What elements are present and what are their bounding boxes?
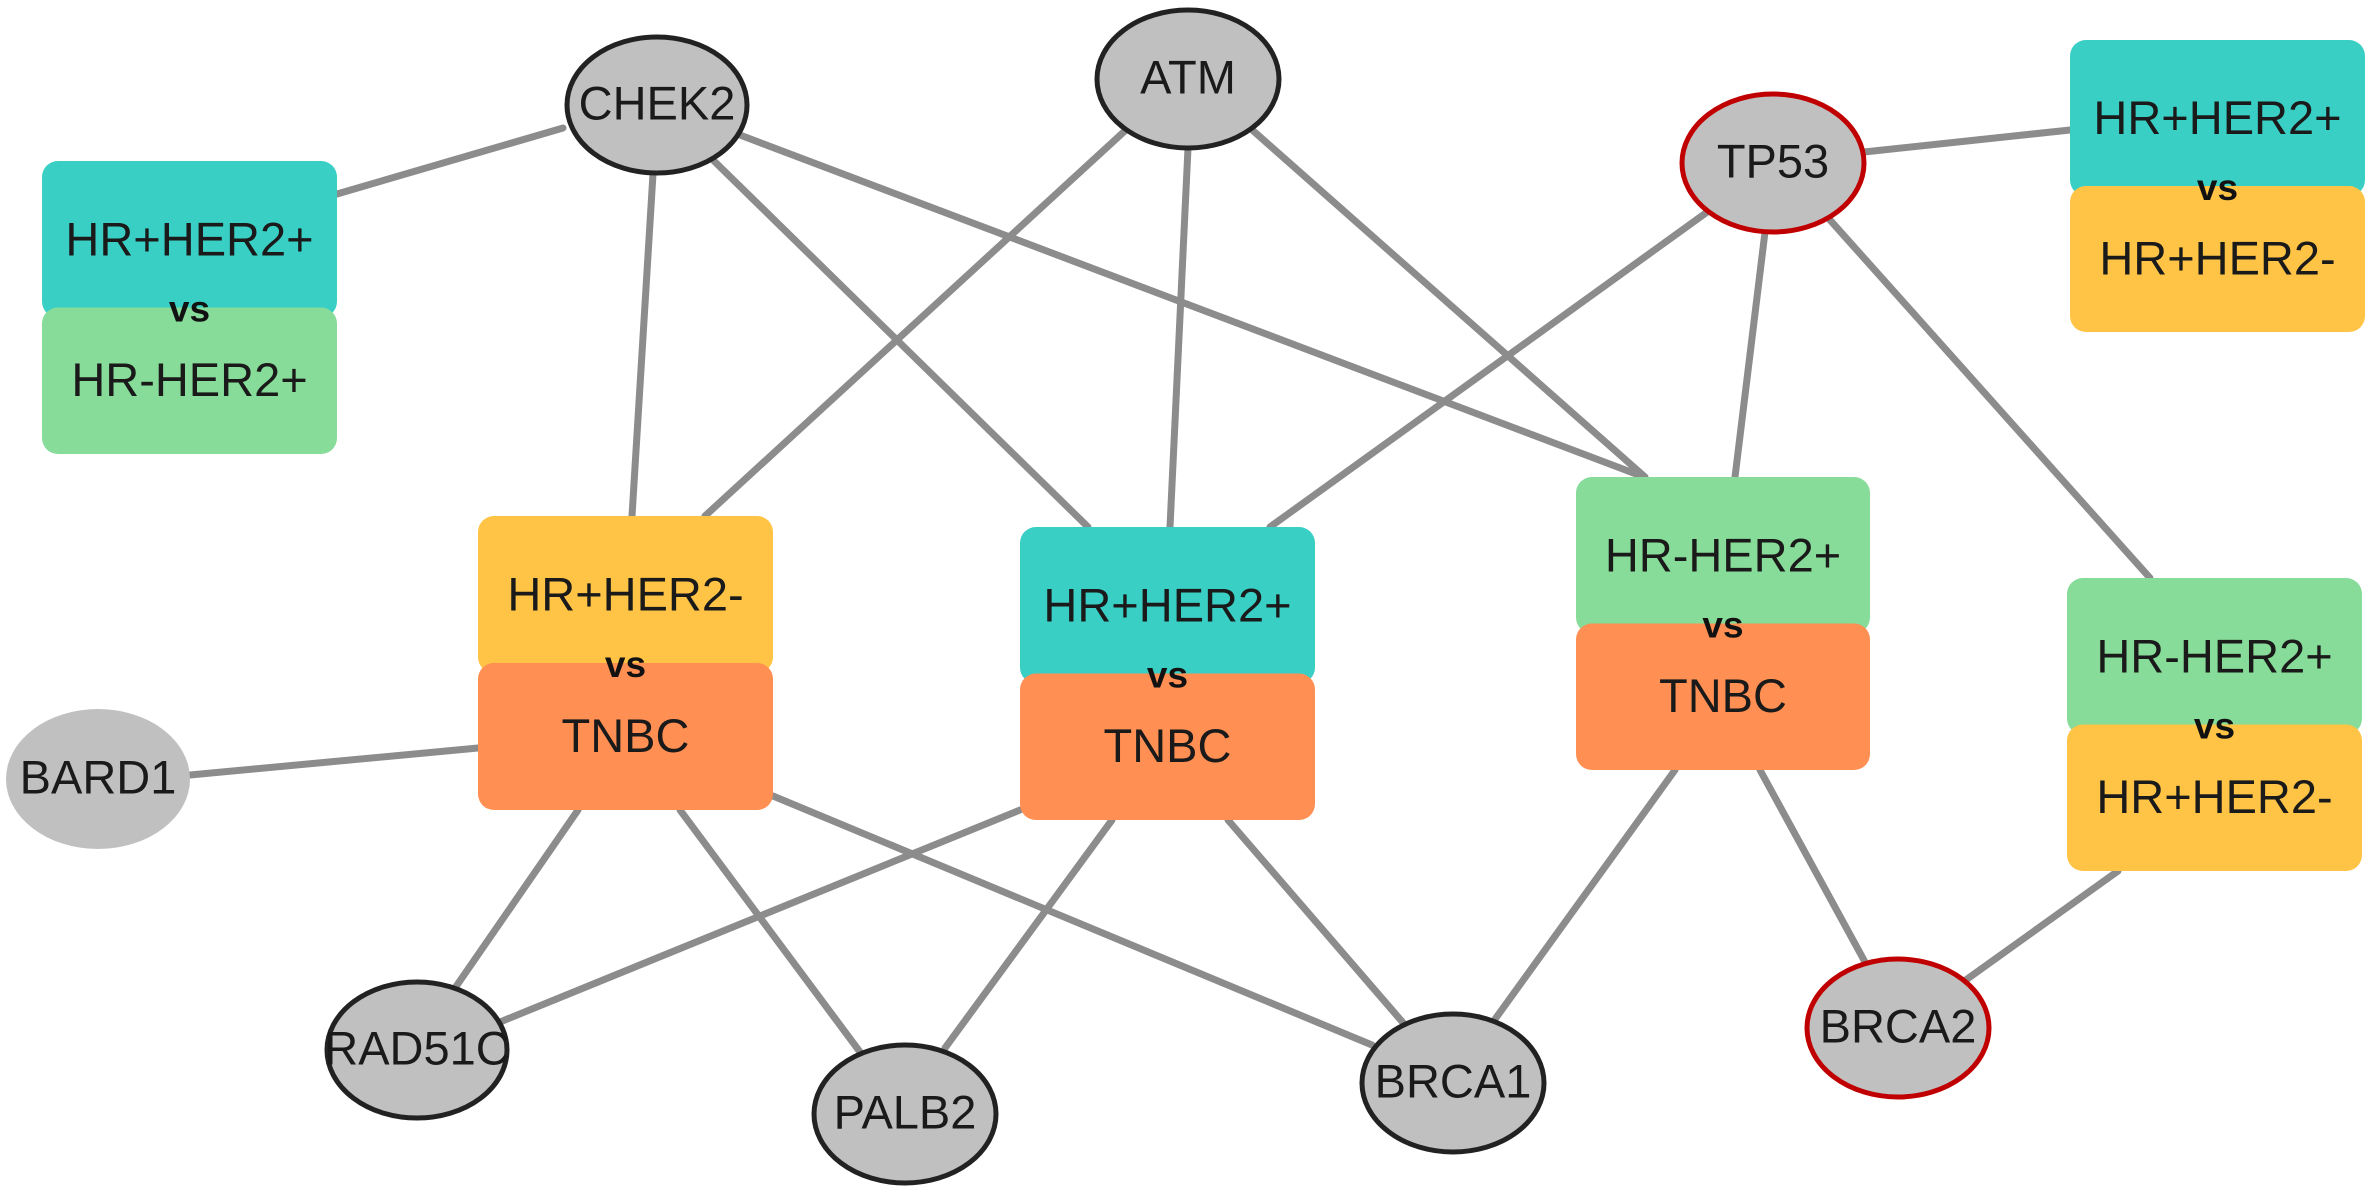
edge-layer	[186, 124, 2154, 1056]
comparison-c4[interactable]: HR-HER2+ TNBC vs	[1576, 477, 1870, 770]
edge-brca2-c4	[1756, 766, 1869, 966]
subtype-label-top: HR-HER2+	[2096, 629, 2332, 682]
subtype-label-top: HR+HER2-	[507, 568, 743, 621]
comparison-c6[interactable]: HR-HER2+ HR+HER2- vs	[2067, 578, 2362, 871]
gene-ellipse	[1679, 91, 1867, 235]
gene-ellipse	[564, 34, 750, 176]
subtype-box-top	[2067, 578, 2362, 735]
subtype-label-top: HR+HER2+	[1043, 578, 1291, 631]
gene-node-chek2[interactable]: CHEK2	[564, 34, 750, 176]
vs-label: vs	[2197, 167, 2238, 208]
subtype-box-bottom	[1576, 623, 1870, 770]
edge-palb2-c2	[676, 806, 864, 1056]
gene-label: TP53	[1717, 134, 1829, 187]
gene-label: ATM	[1140, 50, 1236, 103]
gene-label: BRCA2	[1820, 999, 1977, 1052]
edge-chek2-c4	[736, 131, 1648, 481]
subtype-label-bottom: TNBC	[562, 709, 690, 762]
subtype-box-top	[2070, 40, 2365, 196]
edge-atm-c3	[1166, 144, 1192, 531]
edge-brca1-c4	[1489, 766, 1679, 1026]
subtype-label-bottom: TNBC	[1104, 719, 1232, 772]
subtype-box-bottom	[42, 307, 337, 454]
edge-tp53-c4	[1731, 228, 1769, 481]
vs-label: vs	[1147, 654, 1188, 695]
subtype-box-top	[1020, 527, 1315, 684]
gene-label: PALB2	[834, 1085, 977, 1138]
comparison-c1[interactable]: HR+HER2+ HR-HER2+ vs	[42, 161, 337, 454]
subtype-label-top: HR-HER2+	[1605, 528, 1841, 581]
edge-tp53-c5	[1860, 126, 2074, 156]
vs-label: vs	[2194, 705, 2235, 746]
edge-chek2-c2	[628, 170, 657, 520]
subtype-label-bottom: TNBC	[1659, 669, 1787, 722]
subtype-box-top	[42, 161, 337, 318]
comparison-c3[interactable]: HR+HER2+ TNBC vs	[1020, 527, 1315, 820]
edge-tp53-c3	[1266, 206, 1714, 531]
gene-ellipse	[1094, 7, 1282, 151]
gene-node-tp53[interactable]: TP53	[1679, 91, 1867, 235]
edge-tp53-c6	[1826, 216, 2154, 582]
edge-atm-c2	[701, 124, 1132, 520]
subtype-label-top: HR+HER2+	[65, 212, 313, 265]
subtype-box-bottom	[1020, 673, 1315, 820]
subtype-label-bottom: HR+HER2-	[2096, 770, 2332, 823]
gene-ellipse	[1804, 956, 1992, 1100]
gene-ellipse	[324, 979, 510, 1121]
vs-label: vs	[1702, 604, 1743, 645]
edge-rad51c-c2	[451, 806, 582, 992]
gene-ellipse	[1359, 1011, 1547, 1155]
edge-palb2-c3	[941, 816, 1116, 1052]
comparison-c2[interactable]: HR+HER2- TNBC vs	[478, 516, 773, 810]
edge-brca1-c3	[1224, 816, 1409, 1029]
gene-node-brca1[interactable]: BRCA1	[1359, 1011, 1547, 1155]
gene-node-bard1[interactable]: BARD1	[6, 709, 190, 849]
comparison-c5[interactable]: HR+HER2+ HR+HER2- vs	[2070, 40, 2365, 332]
gene-label: CHEK2	[579, 76, 736, 129]
subtype-box-bottom	[478, 663, 773, 810]
vs-label: vs	[169, 288, 210, 329]
subtype-label-top: HR+HER2+	[2093, 91, 2341, 144]
gene-node-rad51c[interactable]: RAD51C	[324, 979, 510, 1121]
subtype-box-bottom	[2070, 186, 2365, 332]
edge-bard1-c2	[186, 744, 482, 779]
gene-label: RAD51C	[324, 1021, 509, 1074]
edge-brca2-c6	[1959, 867, 2122, 986]
subtype-box-top	[478, 516, 773, 673]
gene-ellipse	[6, 709, 190, 849]
gene-node-atm[interactable]: ATM	[1094, 7, 1282, 151]
edge-chek2-c3	[709, 156, 1092, 531]
edge-brca1-c2	[769, 792, 1376, 1049]
vs-label: vs	[605, 644, 646, 685]
gene-node-palb2[interactable]: PALB2	[811, 1042, 999, 1186]
subtype-box-top	[1576, 477, 1870, 634]
gene-node-brca2[interactable]: BRCA2	[1804, 956, 1992, 1100]
edge-chek2-c1	[333, 124, 567, 198]
gene-ellipse	[811, 1042, 999, 1186]
edge-atm-c4	[1246, 124, 1649, 481]
subtype-label-bottom: HR-HER2+	[71, 353, 307, 406]
comparison-layer: HR+HER2+HR-HER2+vsHR+HER2-TNBCvsHR+HER2+…	[42, 40, 2365, 871]
gene-label: BARD1	[20, 750, 177, 803]
subtype-label-bottom: HR+HER2-	[2099, 231, 2335, 284]
subtype-box-bottom	[2067, 724, 2362, 871]
gene-label: BRCA1	[1375, 1054, 1532, 1107]
